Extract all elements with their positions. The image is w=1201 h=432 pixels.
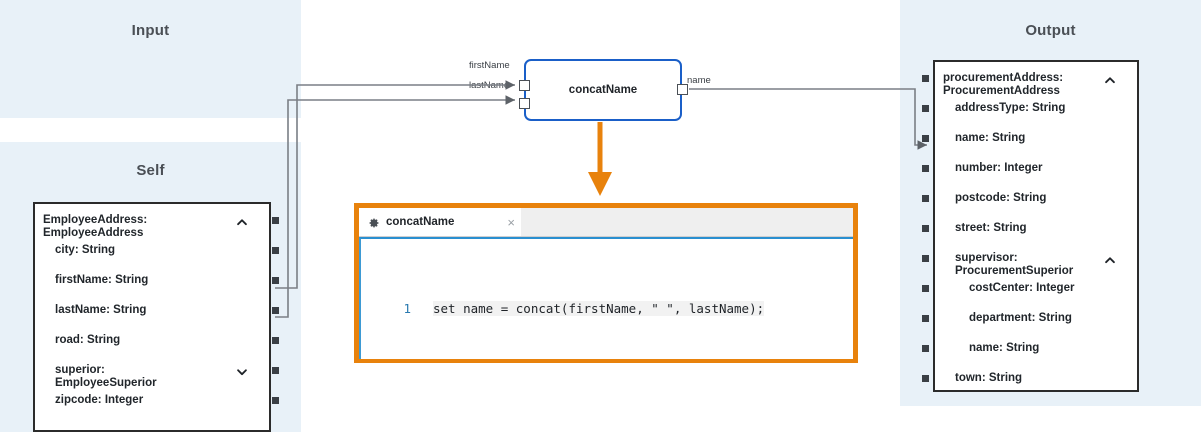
code-line-1: 1 set name = concat(firstName, " ", last… [361, 299, 853, 317]
field-label: town: String [955, 372, 1023, 384]
field-port[interactable] [272, 277, 279, 284]
field-label: number: Integer [955, 162, 1043, 174]
field-port[interactable] [922, 165, 929, 172]
chevron-down-icon[interactable] [235, 365, 249, 379]
field-label: road: String [55, 334, 121, 346]
field-row[interactable]: street: String [935, 222, 1137, 235]
function-node-label: concatName [568, 84, 638, 96]
node-output-port-name[interactable] [677, 84, 688, 95]
field-port[interactable] [922, 375, 929, 382]
close-icon[interactable]: × [507, 214, 515, 230]
field-label: zipcode: Integer [55, 394, 144, 406]
editor-tabbar: concatName × [359, 208, 853, 237]
field-row[interactable]: number: Integer [935, 162, 1137, 175]
lane-input-title: Input [131, 22, 170, 39]
pin-label-name: name [687, 75, 711, 86]
box-output-header-row[interactable]: procurementAddress: ProcurementAddress [935, 72, 1137, 98]
lane-output-title: Output [1025, 22, 1076, 39]
editor-tab-label: concatName [386, 216, 455, 228]
field-label: street: String [955, 222, 1027, 234]
code-editor-panel[interactable]: concatName × 1 set name = concat(firstNa… [354, 203, 858, 363]
arrowhead-node-to-editor [588, 172, 612, 196]
code-text[interactable]: set name = concat(firstName, " ", lastNa… [433, 300, 765, 316]
node-input-port-lastname[interactable] [519, 98, 530, 109]
field-label: firstName: String [55, 274, 149, 286]
field-label: lastName: String [55, 304, 147, 316]
chevron-up-icon[interactable] [235, 215, 249, 229]
field-label: postcode: String [955, 192, 1047, 204]
field-row[interactable]: city: String [35, 244, 269, 257]
lane-input: Input [0, 0, 301, 118]
field-port[interactable] [922, 345, 929, 352]
line-number: 1 [403, 300, 411, 316]
chevron-up-icon[interactable] [1103, 253, 1117, 267]
field-port[interactable] [922, 195, 929, 202]
field-row[interactable]: zipcode: Integer [35, 394, 269, 407]
editor-code-area[interactable]: 1 set name = concat(firstName, " ", last… [359, 237, 853, 359]
pin-label-firstname: firstName [469, 60, 510, 71]
field-row[interactable]: name: String [935, 132, 1137, 145]
field-port[interactable] [922, 315, 929, 322]
node-input-port-firstname[interactable] [519, 80, 530, 91]
field-label: procurementAddress: ProcurementAddress [943, 72, 1064, 97]
pin-label-lastname: lastName [469, 80, 510, 91]
lane-self-title: Self [136, 162, 165, 179]
editor-tab-concatname[interactable]: concatName × [359, 208, 521, 236]
field-port[interactable] [922, 135, 929, 142]
wire-name [689, 88, 927, 150]
field-label: name: String [955, 132, 1026, 144]
field-row[interactable]: town: String [935, 372, 1137, 385]
field-label: supervisor: ProcurementSuperior [955, 252, 1074, 277]
field-row[interactable]: postcode: String [935, 192, 1137, 205]
field-label: department: String [969, 312, 1072, 324]
field-label: EmployeeAddress: EmployeeAddress [43, 214, 148, 239]
field-port[interactable] [922, 225, 929, 232]
field-port[interactable] [922, 285, 929, 292]
field-row[interactable]: lastName: String [35, 304, 269, 317]
gear-icon [368, 216, 380, 228]
field-row[interactable]: department: String [935, 312, 1137, 325]
field-row[interactable]: superior: EmployeeSuperior [35, 364, 269, 390]
output-object-box[interactable]: procurementAddress: ProcurementAddress ad… [933, 60, 1139, 392]
self-object-box[interactable]: EmployeeAddress: EmployeeAddress city: St… [33, 202, 271, 432]
field-row[interactable]: firstName: String [35, 274, 269, 287]
field-label: addressType: String [955, 102, 1066, 114]
field-port[interactable] [922, 105, 929, 112]
field-label: city: String [55, 244, 116, 256]
field-label: name: String [969, 342, 1040, 354]
field-row[interactable]: addressType: String [935, 102, 1137, 115]
function-node-concatname[interactable]: concatName [524, 59, 682, 121]
field-label: superior: EmployeeSuperior [55, 364, 157, 389]
field-row[interactable]: name: String [935, 342, 1137, 355]
field-port[interactable] [272, 337, 279, 344]
field-row[interactable]: supervisor: ProcurementSuperior [935, 252, 1137, 278]
field-port[interactable] [272, 307, 279, 314]
field-label: costCenter: Integer [969, 282, 1075, 294]
box-self-header-row[interactable]: EmployeeAddress: EmployeeAddress [35, 214, 269, 240]
field-port[interactable] [922, 75, 929, 82]
field-port[interactable] [922, 255, 929, 262]
field-port[interactable] [272, 217, 279, 224]
field-port[interactable] [272, 247, 279, 254]
field-port[interactable] [272, 397, 279, 404]
chevron-up-icon[interactable] [1103, 73, 1117, 87]
field-row[interactable]: road: String [35, 334, 269, 347]
field-port[interactable] [272, 367, 279, 374]
field-row[interactable]: costCenter: Integer [935, 282, 1137, 295]
